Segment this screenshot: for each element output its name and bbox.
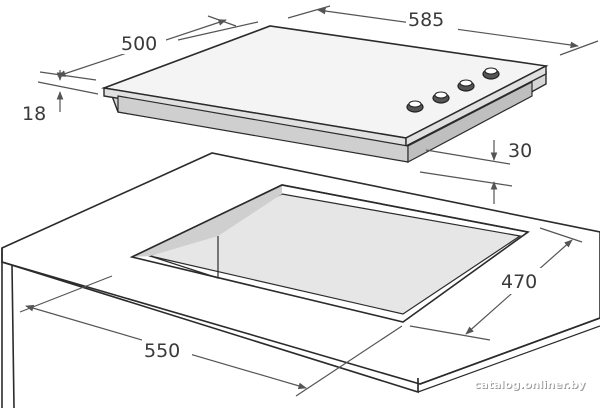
dim-470-ext-top: [539, 227, 583, 243]
label-bg-585: [406, 8, 458, 30]
knob-2-top: [434, 91, 448, 99]
knob-1-top: [408, 100, 422, 108]
hob-glass-side: [405, 64, 547, 148]
label-hob-depth: 500: [121, 33, 157, 55]
label-bg-470: [500, 268, 548, 294]
label-bg-500: [120, 32, 166, 54]
knob-4-top: [484, 67, 498, 75]
dim-550-ext-right: [295, 325, 403, 397]
watermark: catalog.onliner.by: [474, 378, 585, 391]
control-knobs: [406, 67, 500, 113]
dim-30-ext-bottom: [419, 171, 513, 187]
dim-470-ext-bottom: [409, 325, 491, 341]
knob-3-top: [459, 79, 473, 87]
hob-body-side: [407, 81, 533, 163]
dim-585-ext-right: [559, 40, 599, 56]
cutout: [129, 184, 530, 323]
cutout-inner-wall: [149, 236, 219, 279]
label-glass-thickness: 18: [22, 103, 46, 125]
label-bg-550: [142, 338, 192, 364]
label-cutout-width: 550: [144, 340, 180, 362]
countertop-right-edge-lower: [417, 325, 600, 393]
cutout-back-edge: [131, 184, 529, 258]
hob: [100, 25, 549, 163]
dim-585-ext-left: [287, 5, 331, 19]
label-body-height: 30: [508, 140, 532, 162]
dim-30-ext-top: [425, 149, 511, 165]
watermark-shadow: catalog.onliner.by: [475, 379, 586, 392]
label-hob-width: 585: [408, 9, 444, 31]
countertop-left-leg: [11, 264, 15, 408]
dim-18-ext-top: [37, 81, 99, 95]
label-cutout-depth: 470: [501, 271, 537, 293]
